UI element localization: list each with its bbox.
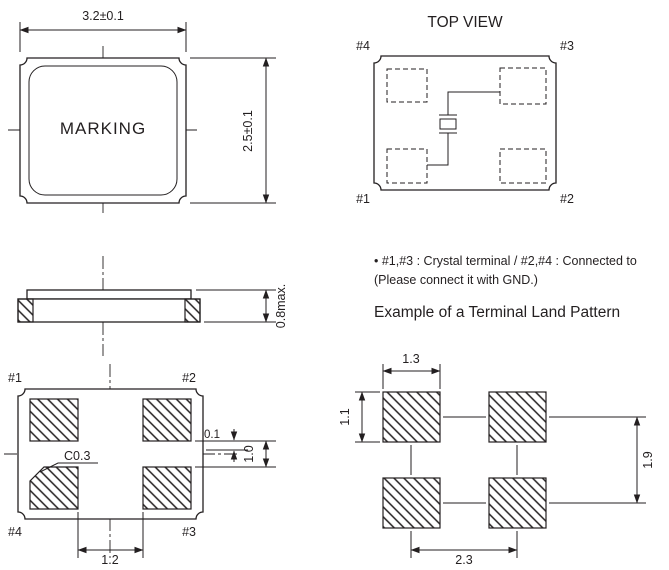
package-body-inner <box>28 65 178 196</box>
dim-height-label: 2.5±0.1 <box>241 110 255 152</box>
top-view-pad-3-label: #3 <box>560 39 574 53</box>
chamfer-callout: C0.3 <box>39 449 98 473</box>
top-view-title: TOP VIEW <box>427 14 503 31</box>
dim-land-vertical-pitch: 1.9 <box>443 416 655 504</box>
dim-width-label: 3.2±0.1 <box>82 9 124 23</box>
bottom-view-pad-1-label: #1 <box>8 371 22 385</box>
side-terminal-right <box>184 298 201 323</box>
connection-notes: • #1,#3 : Crystal terminal / #2,#4 : Con… <box>374 254 637 287</box>
top-view: TOP VIEW #4 #3 #1 #2 <box>356 14 574 206</box>
dim-thickness-label: 0.8max. <box>274 284 288 328</box>
side-terminal-left <box>17 298 34 323</box>
land-pattern-view: Example of a Terminal Land Pattern 1.3 1… <box>338 304 655 567</box>
crystal-trace-top <box>447 91 500 115</box>
bottom-pad-3 <box>142 466 192 510</box>
land-pad-bl <box>382 477 441 529</box>
top-view-body <box>373 55 557 191</box>
land-pad-br <box>488 477 547 529</box>
hidden-pad-area-tr <box>499 67 547 105</box>
bottom-view-pad-3-label: #3 <box>182 525 196 539</box>
note-line-1: • #1,#3 : Crystal terminal / #2,#4 : Con… <box>374 254 637 268</box>
dim-land-horizontal-pitch: 2.3 <box>410 445 518 567</box>
side-view: 0.8max. <box>17 256 288 356</box>
bottom-pad-4-chamfered <box>29 466 79 510</box>
dim-thickness: 0.8max. <box>196 284 288 328</box>
hidden-pad-area-bl <box>386 148 428 184</box>
bottom-view-pad-2-label: #2 <box>182 371 196 385</box>
land-pattern-title: Example of a Terminal Land Pattern <box>374 304 620 321</box>
dim-land-pad-height-label: 1.1 <box>338 408 352 425</box>
top-view-pad-1-label: #1 <box>356 192 370 206</box>
chamfer-label: C0.3 <box>64 449 90 463</box>
dim-land-vertical-pitch-label: 1.9 <box>641 451 655 468</box>
bottom-view-pad-4-label: #4 <box>8 525 22 539</box>
dim-land-pad-height: 1.1 <box>338 391 380 443</box>
land-pad-tl <box>382 391 441 443</box>
bottom-pad-1 <box>29 398 79 442</box>
dim-edge-offset: 0.1 <box>195 429 276 462</box>
top-view-pad-2-label: #2 <box>560 192 574 206</box>
dim-pad-pitch: 1.2 <box>77 512 144 567</box>
crystal-trace-bottom <box>427 133 449 166</box>
marking-text: MARKING <box>60 119 146 138</box>
dim-height: 2.5±0.1 <box>190 57 276 204</box>
bottom-pad-2 <box>142 398 192 442</box>
note-line-2: (Please connect it with GND.) <box>374 273 538 287</box>
dim-pad-pitch-label: 1.2 <box>101 553 118 567</box>
crystal-symbol <box>427 91 500 166</box>
dim-width: 3.2±0.1 <box>19 9 187 52</box>
bottom-view: #1 #2 #4 #3 C0.3 0.1 1.0 1.2 <box>4 364 276 567</box>
dim-pad-gap: 1.0 <box>195 440 276 468</box>
dim-pad-gap-label: 1.0 <box>242 445 256 462</box>
dim-land-pad-width: 1.3 <box>382 352 441 389</box>
chamfer-leader-line <box>39 462 98 473</box>
package-body-outline <box>19 57 187 204</box>
side-view-lid <box>26 289 192 300</box>
crystal-element <box>439 118 457 130</box>
side-view-base <box>17 298 201 323</box>
dim-land-pad-width-label: 1.3 <box>402 352 419 366</box>
land-pad-tr <box>488 391 547 443</box>
package-outline-view: MARKING 3.2±0.1 2.5±0.1 <box>8 9 276 216</box>
dim-land-horizontal-pitch-label: 2.3 <box>455 553 472 567</box>
top-view-pad-4-label: #4 <box>356 39 370 53</box>
hidden-pad-area-tl <box>386 68 428 103</box>
dim-edge-offset-label: 0.1 <box>204 429 220 441</box>
